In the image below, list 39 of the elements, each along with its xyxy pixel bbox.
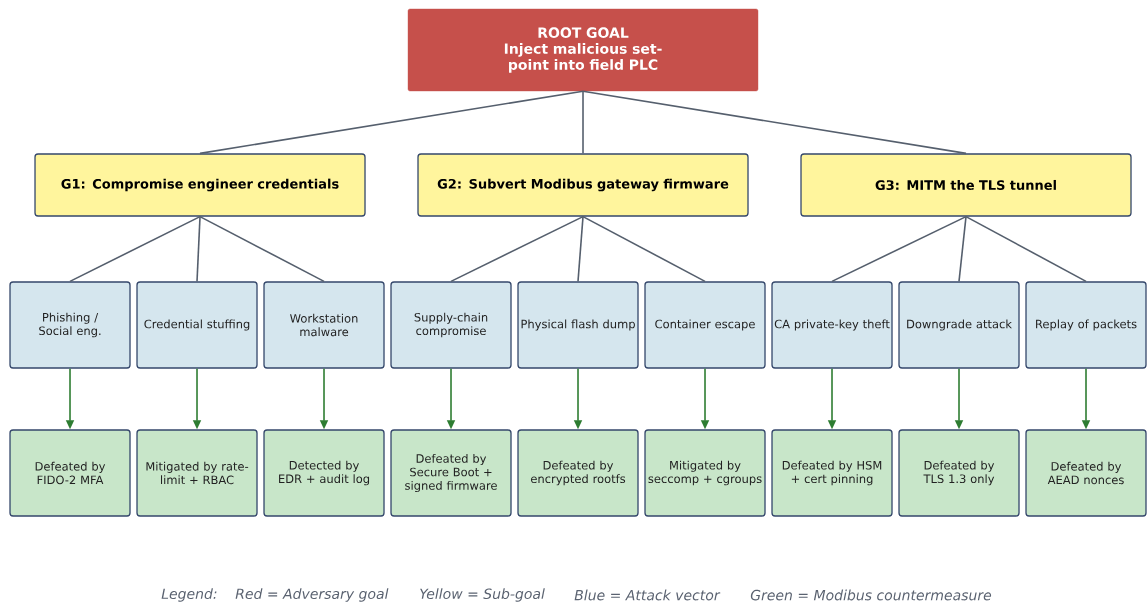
countermeasure-box: Defeated by FIDO-2 MFA xyxy=(9,429,131,517)
legend-heading: Legend: xyxy=(161,588,217,602)
attack-vector-box: Workstation malware xyxy=(263,281,385,369)
attack-vector-box: Credential stuffing xyxy=(136,281,258,369)
attack-vector-box: Container escape xyxy=(644,281,766,369)
attack-vector-box: CA private-key theft xyxy=(771,281,893,369)
connector-line xyxy=(199,90,584,155)
sub-goal-box: G3: MITM the TLS tunnel xyxy=(800,153,1132,217)
sub-goal-box: G2: Subvert Modibus gateway firmware xyxy=(417,153,749,217)
connector-line xyxy=(199,215,325,283)
connector-line xyxy=(958,215,967,283)
connector-line xyxy=(965,215,1087,283)
countermeasure-box: Defeated by Secure Boot + signed firmware xyxy=(390,429,512,517)
connector-line xyxy=(582,215,706,283)
attack-vector-box: Supply-chain compromise xyxy=(390,281,512,369)
countermeasure-box: Defeated by AEAD nonces xyxy=(1025,429,1147,517)
attack-vector-box: Replay of packets xyxy=(1025,281,1147,369)
connector-line xyxy=(582,90,584,155)
countermeasure-box: Detected by EDR + audit log xyxy=(263,429,385,517)
legend-text: Red = Adversary goal xyxy=(235,588,389,602)
connector-line xyxy=(196,215,201,283)
countermeasure-box: Defeated by encrypted rootfs xyxy=(517,429,639,517)
legend-text: Blue = Attack vector xyxy=(574,589,721,601)
countermeasure-box: Mitigated by seccomp + cgroups xyxy=(644,429,766,517)
sub-goal-box: G1: Compromise engineer credentials xyxy=(34,153,366,217)
legend-text: Yellow = Sub-goal xyxy=(420,588,545,602)
connector-line xyxy=(831,215,967,283)
connector-line xyxy=(582,90,967,155)
countermeasure-box: Defeated by HSM + cert pinning xyxy=(771,429,893,517)
countermeasure-box: Mitigated by rate-limit + RBAC xyxy=(136,429,258,517)
attack-vector-box: Phishing / Social eng. xyxy=(9,281,131,369)
attack-vector-box: Physical flash dump xyxy=(517,281,639,369)
attack-vector-box: Downgrade attack xyxy=(898,281,1020,369)
legend-text: Green = Modibus countermeasure xyxy=(750,589,992,601)
connector-line xyxy=(450,215,584,283)
connector-line xyxy=(69,215,201,283)
root-goal-box: ROOT GOAL Inject malicious set-point into field PLC xyxy=(407,8,759,92)
countermeasure-box: Defeated by TLS 1.3 only xyxy=(898,429,1020,517)
connector-line xyxy=(577,215,584,283)
